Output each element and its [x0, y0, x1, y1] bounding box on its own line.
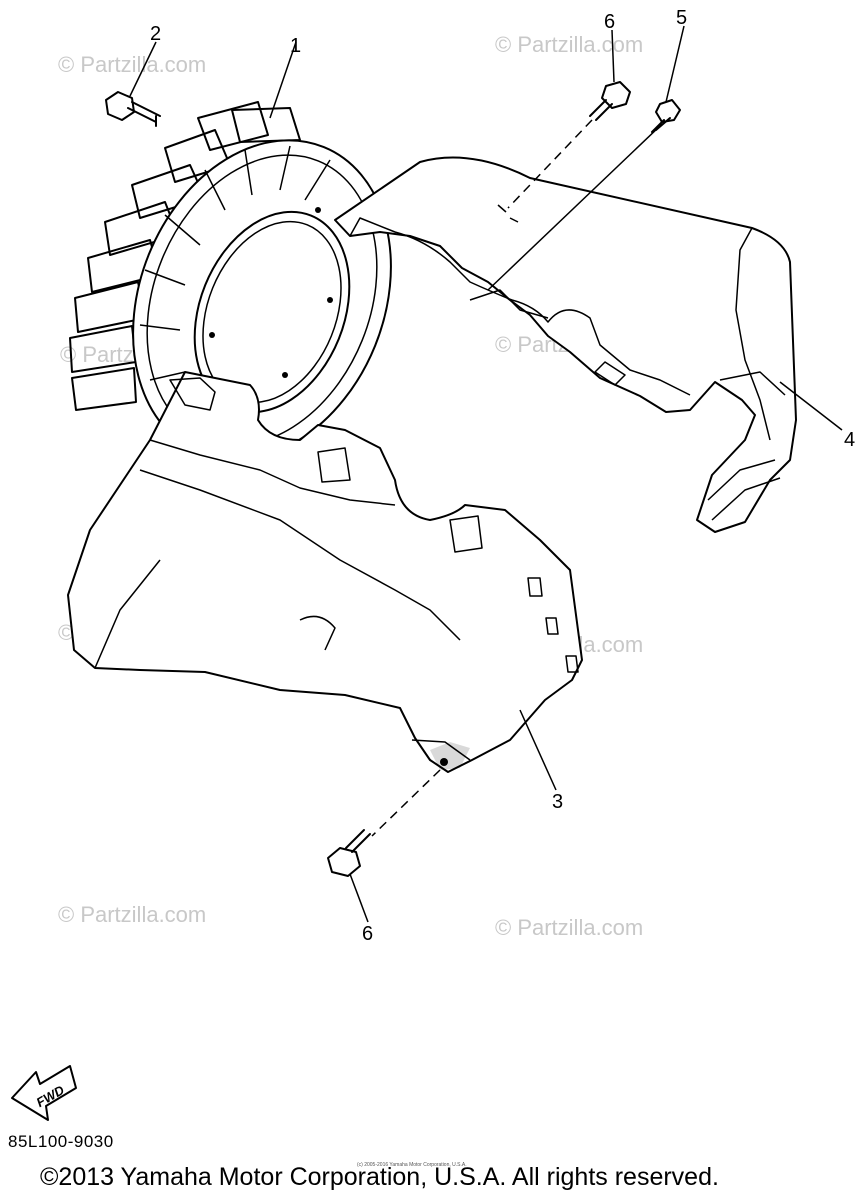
part-1-cooling-fan: [69, 101, 392, 461]
callout-3: 3: [552, 791, 563, 813]
part-2-bolt: [105, 91, 161, 127]
watermark-1: © Partzilla.com: [58, 52, 206, 77]
part-6-bolt-top: [589, 81, 631, 121]
callout-1: 1: [290, 35, 301, 57]
part-6-bolt-bottom: [327, 829, 371, 877]
callout-6-bottom: 6: [362, 923, 373, 945]
watermark-8: © Partzilla.com: [495, 915, 643, 940]
part-4-upper-duct-cover: [334, 156, 797, 533]
callout-6-top: 6: [604, 11, 615, 33]
watermark-2: © Partzilla.com: [495, 32, 643, 57]
leader-lines: [129, 25, 843, 923]
callout-4: 4: [844, 429, 855, 451]
callout-2: 2: [150, 23, 161, 45]
drawing-code: 85L100-9030: [8, 1132, 114, 1151]
part-5-screw: [651, 99, 681, 133]
watermark-7: © Partzilla.com: [58, 902, 206, 927]
callout-5: 5: [676, 7, 687, 29]
copyright-notice: ©2013 Yamaha Motor Corporation, U.S.A. A…: [40, 1163, 719, 1191]
callouts: 2 1 6 5 4 3 6: [150, 7, 855, 945]
alignment-lines: [371, 119, 661, 837]
part-3-lower-duct-cover: [67, 371, 583, 773]
fwd-arrow-icon: FWD: [11, 1065, 77, 1121]
tiny-copyright: (c) 2005-2016 Yamaha Motor Corporation, …: [357, 1162, 467, 1168]
